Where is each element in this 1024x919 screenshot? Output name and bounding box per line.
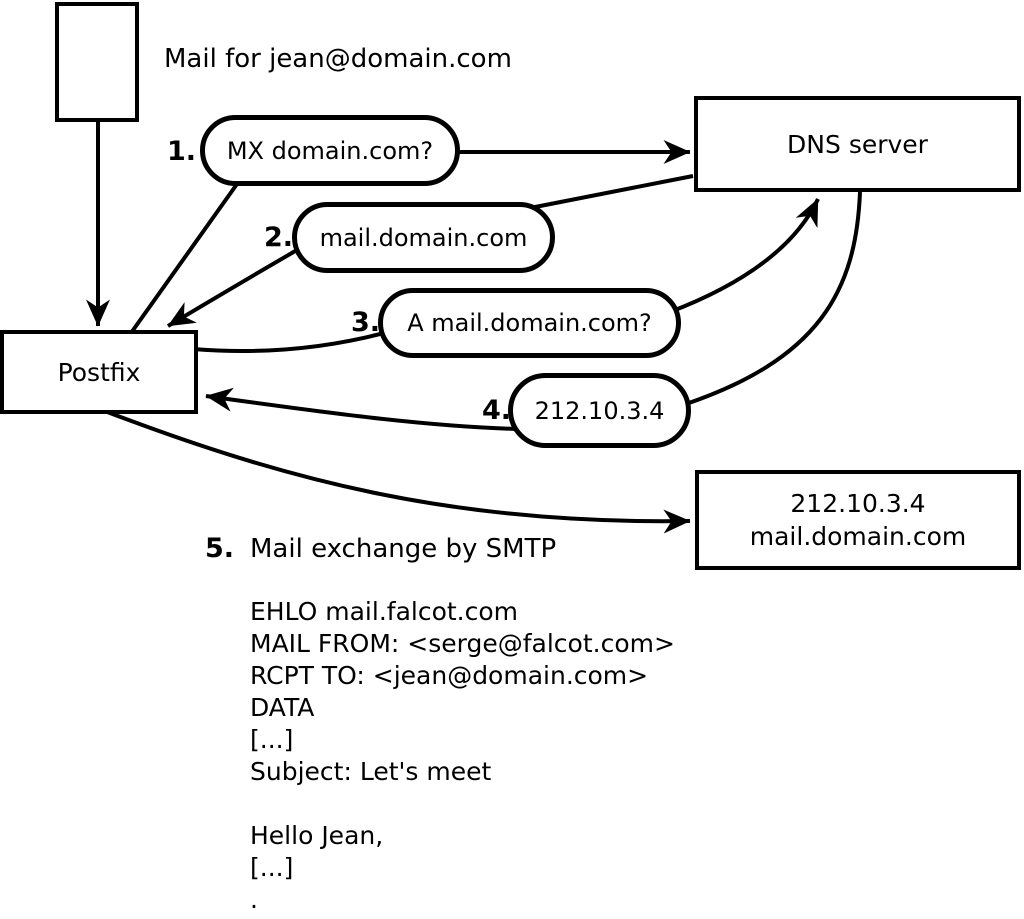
arrow-postfix-to-destination xyxy=(101,408,691,534)
line-dns-to-reply2 xyxy=(529,174,694,210)
query1-label: MX domain.com? xyxy=(226,136,434,165)
step1-number: 1. xyxy=(167,136,197,167)
arrow-reply2-to-postfix xyxy=(166,248,299,328)
postfix-label: Postfix xyxy=(57,357,141,387)
arrow-query3-to-dns xyxy=(669,198,820,314)
query1-pill: MX domain.com? xyxy=(200,115,460,186)
query3-label: A mail.domain.com? xyxy=(407,309,652,337)
destination-ip: 212.10.3.4 xyxy=(790,489,926,518)
destination-hostname: mail.domain.com xyxy=(749,522,967,551)
step5-number: 5. xyxy=(205,533,235,564)
step3-number: 3. xyxy=(351,307,381,338)
step5-label: Mail exchange by SMTP xyxy=(250,534,557,564)
reply2-pill: mail.domain.com xyxy=(292,202,555,273)
destination-server-node: 212.10.3.4 mail.domain.com xyxy=(695,470,1021,570)
diagram-title: Mail for jean@domain.com xyxy=(164,44,512,74)
postfix-node: Postfix xyxy=(0,330,198,414)
reply4-label: 212.10.3.4 xyxy=(534,396,665,425)
dns-server-label: DNS server xyxy=(787,129,928,159)
dns-server-node: DNS server xyxy=(694,96,1021,192)
step4-number: 4. xyxy=(482,395,512,426)
envelope-icon xyxy=(55,2,139,122)
smtp-session-transcript: EHLO mail.falcot.com MAIL FROM: <serge@f… xyxy=(250,597,675,914)
reply2-label: mail.domain.com xyxy=(319,223,528,252)
reply4-pill: 212.10.3.4 xyxy=(508,373,691,448)
arrow-reply4-to-postfix xyxy=(205,387,521,431)
step2-number: 2. xyxy=(264,222,294,253)
query3-pill: A mail.domain.com? xyxy=(378,288,681,358)
line-postfix-to-query1 xyxy=(129,182,239,335)
line-postfix-to-query3 xyxy=(192,331,385,353)
line-dns-to-reply4 xyxy=(679,191,862,408)
